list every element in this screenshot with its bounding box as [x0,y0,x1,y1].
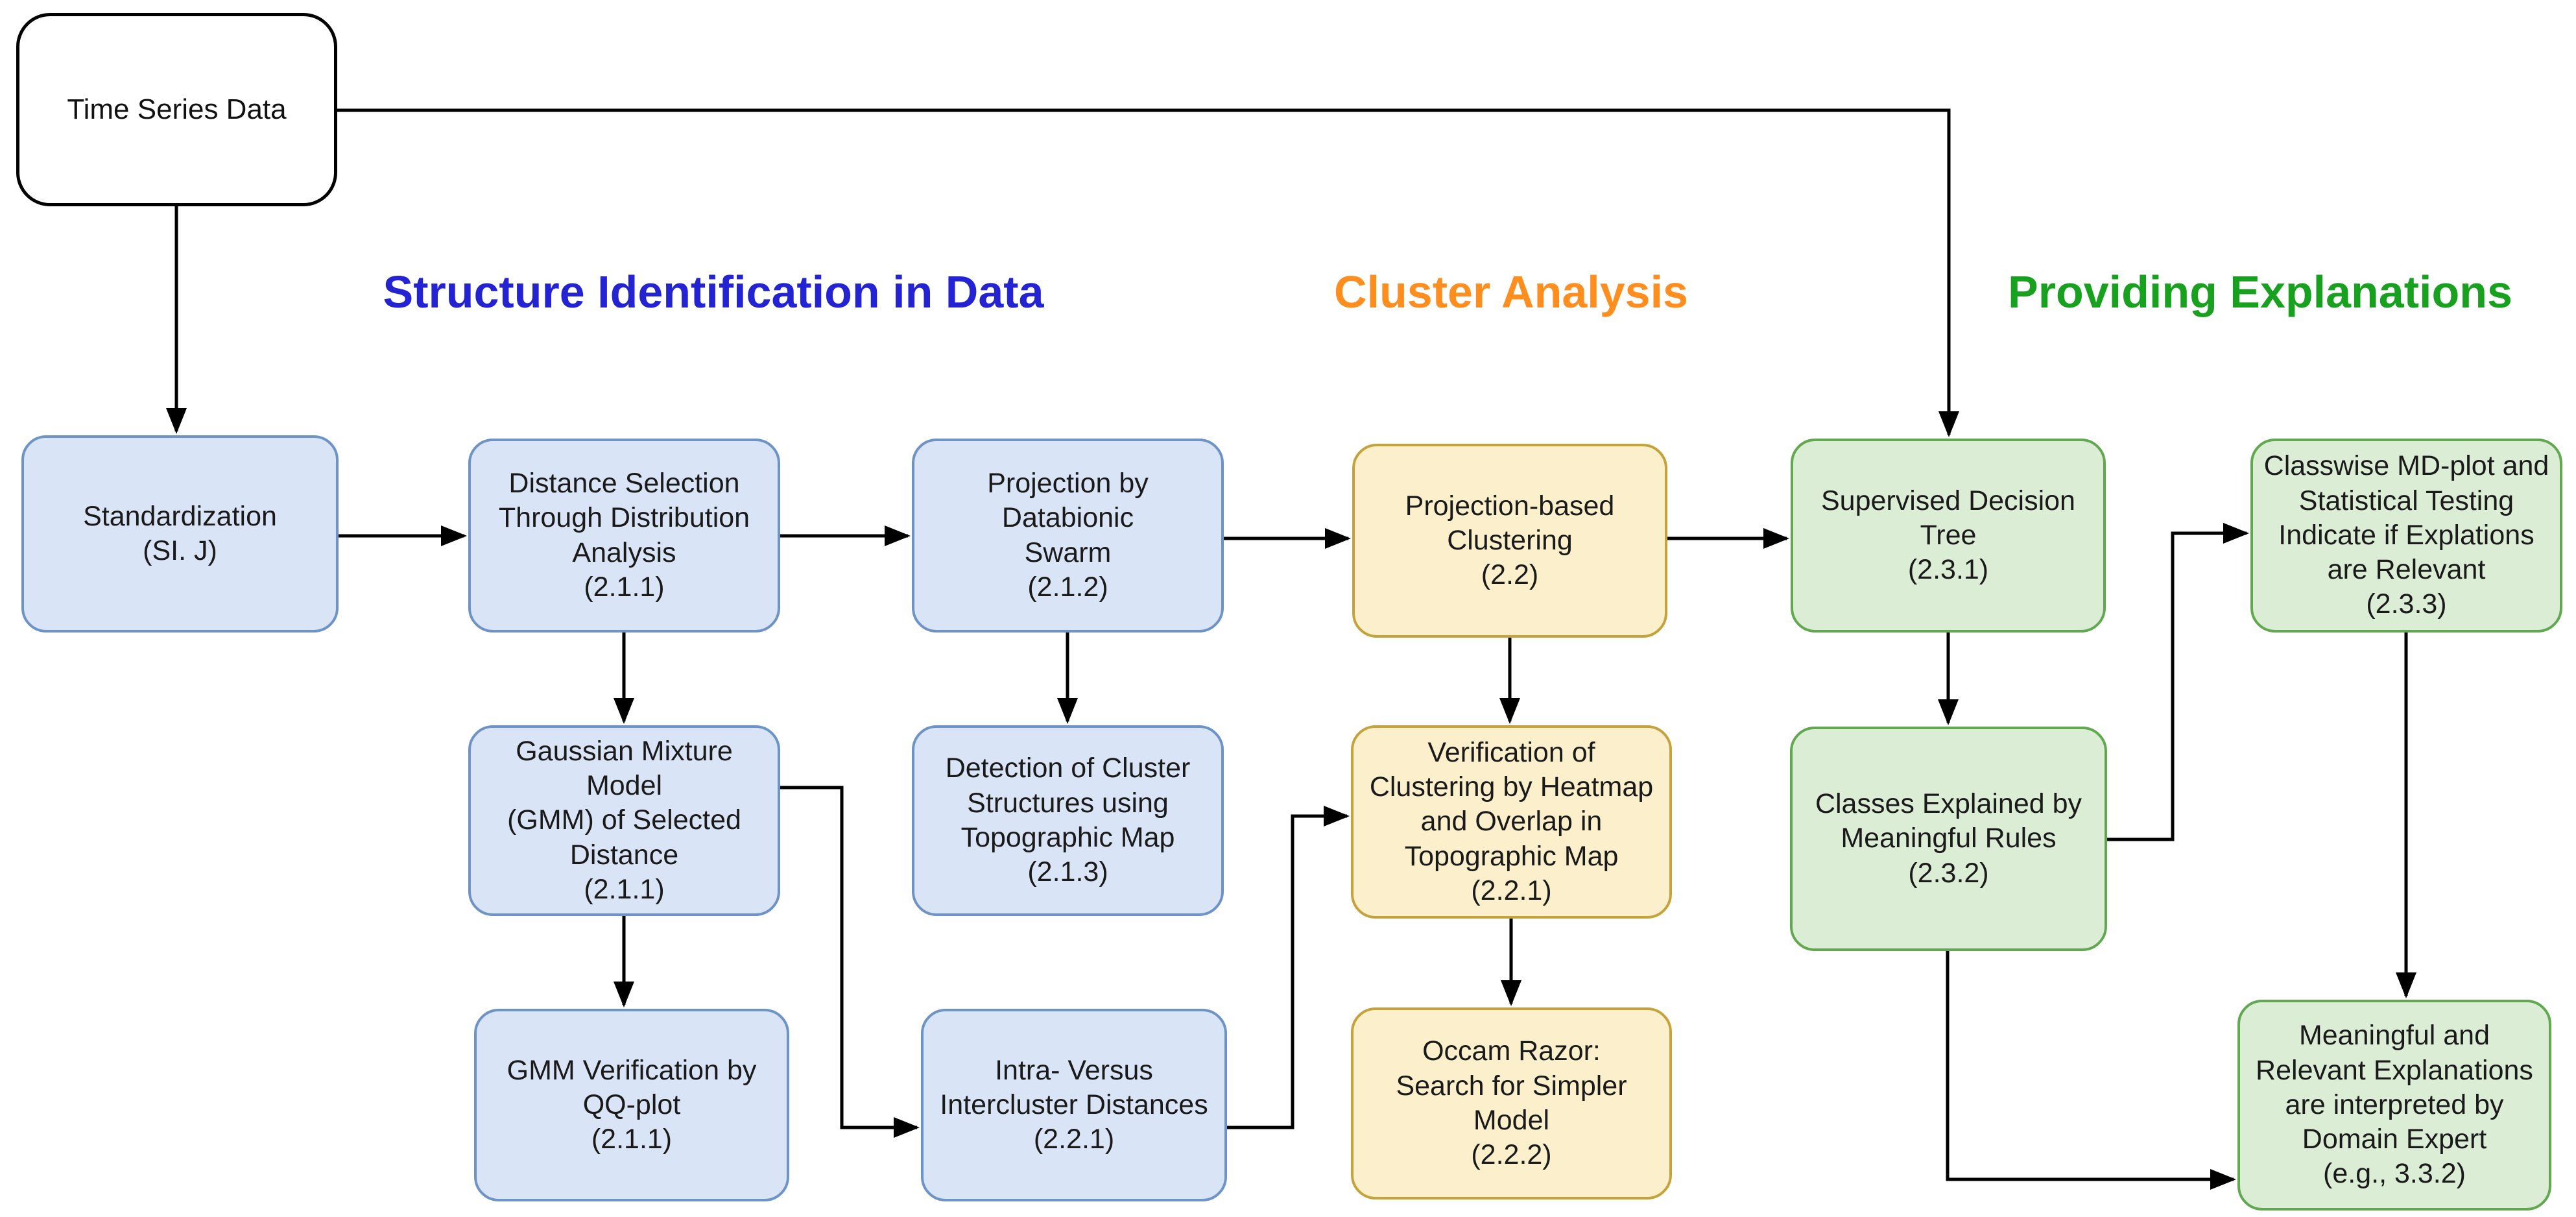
section-header-structure-identification: Structure Identification in Data [383,267,1044,317]
node-projection-based-clustering: Projection-based Clustering (2.2) [1352,444,1667,638]
arrow-gmm-to-intra-versus [780,786,920,1138]
node-verification-of-clustering: Verification of Clustering by Heatmap an… [1351,725,1672,919]
node-projection-databionic-swarm: Projection by Databionic Swarm (2.1.2) [912,439,1224,633]
node-distance-selection: Distance Selection Through Distribution … [468,439,780,633]
node-gmm-verification-qqplot: GMM Verification by QQ-plot (2.1.1) [474,1009,789,1201]
node-time-series-data: Time Series Data [16,13,337,206]
section-header-providing-explanations: Providing Explanations [2008,267,2512,317]
node-intra-versus-intercluster: Intra- Versus Intercluster Distances (2.… [921,1009,1227,1201]
node-occam-razor: Occam Razor: Search for Simpler Model (2… [1351,1007,1672,1199]
node-detection-cluster-structures: Detection of Cluster Structures using To… [912,725,1224,916]
node-standardization: Standardization (SI. J) [21,435,339,633]
node-meaningful-relevant-explanations: Meaningful and Relevant Explanations are… [2237,1000,2551,1211]
node-gaussian-mixture-model: Gaussian Mixture Model (GMM) of Selected… [468,725,780,916]
arrow-timeseries-to-supervised-tree [337,108,1959,437]
section-header-cluster-analysis: Cluster Analysis [1334,267,1688,317]
node-supervised-decision-tree: Supervised Decision Tree (2.3.1) [1791,439,2106,633]
arrow-classes-explained-to-meaningful [1946,951,2236,1190]
arrow-intra-versus-to-verification [1227,806,1350,1129]
arrow-classes-explained-to-classwise-mdplot [2107,523,2249,841]
node-classes-explained-by-rules: Classes Explained by Meaningful Rules (2… [1790,727,2107,951]
node-classwise-mdplot-statistical-testing: Classwise MD-plot and Statistical Testin… [2250,439,2562,633]
